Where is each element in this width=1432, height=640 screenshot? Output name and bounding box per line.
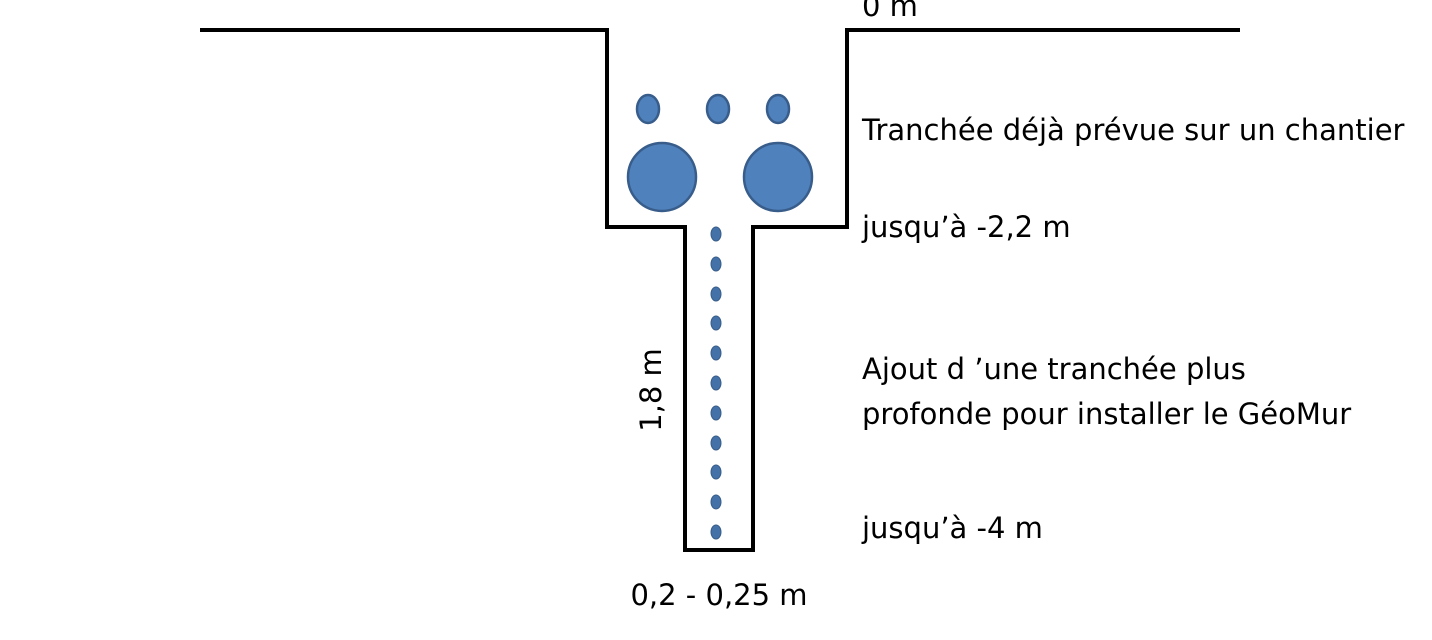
geomur-dot	[710, 435, 722, 451]
added-depth-label: jusqu’à -4 m	[861, 511, 1043, 545]
geomur-dot	[710, 256, 722, 272]
existing-trench-label: Tranchée déjà prévue sur un chantier	[861, 113, 1405, 147]
large-pipe	[626, 141, 698, 213]
small-pipe	[705, 93, 731, 125]
geomur-probe	[710, 226, 722, 540]
geomur-dot	[710, 345, 722, 361]
geomur-dot	[710, 524, 722, 540]
geomur-dot	[710, 494, 722, 510]
surface-depth-label: 0 m	[862, 0, 918, 23]
geomur-dot	[710, 375, 722, 391]
geomur-dot	[710, 464, 722, 480]
small-pipe	[765, 93, 791, 125]
geomur-dot	[710, 405, 722, 421]
large-pipe	[742, 141, 814, 213]
ground-surface-left	[200, 28, 1240, 552]
small-pipe	[635, 93, 661, 125]
added-trench-label-line2: profonde pour installer le GéoMur	[862, 397, 1351, 431]
narrow-height-label: 1,8 m	[634, 348, 668, 432]
geomur-dot	[710, 226, 722, 242]
existing-depth-label: jusqu’à -2,2 m	[861, 210, 1071, 244]
geomur-dot	[710, 315, 722, 331]
added-trench-label-line1: Ajout d ’une tranchée plus	[862, 352, 1246, 386]
narrow-width-label: 0,2 - 0,25 m	[630, 578, 807, 612]
geomur-dot	[710, 286, 722, 302]
